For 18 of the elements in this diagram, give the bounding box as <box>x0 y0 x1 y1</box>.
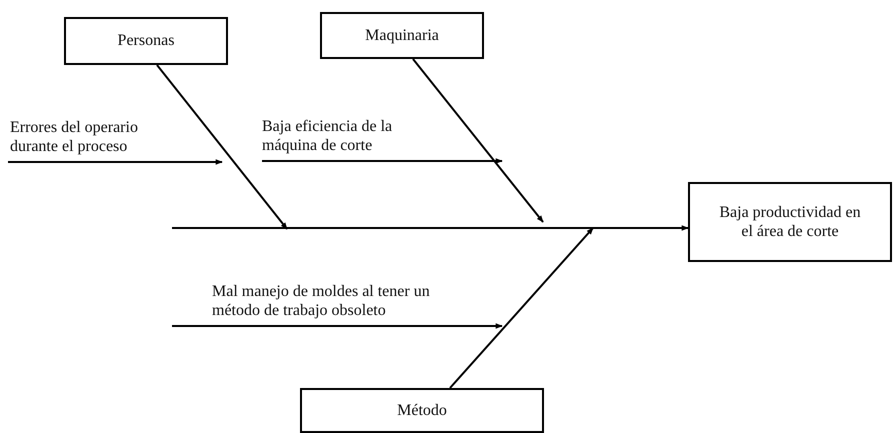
box-label: Método <box>397 400 447 420</box>
bone-arrow <box>156 64 288 230</box>
cause-arrow <box>172 323 503 329</box>
box-label: Personas <box>118 31 174 51</box>
bone-arrow <box>449 227 594 389</box>
cause-text: Mal manejo de moldes al tener un método de trabajo obsoleto <box>212 282 431 320</box>
box-label: Maquinaria <box>365 26 439 46</box>
bone-arrow <box>412 58 544 223</box>
effect-box <box>688 182 892 262</box>
box-label: Baja productividad en el área de corte <box>718 202 862 242</box>
cause-arrow <box>8 159 223 165</box>
cause-text: Errores del operario durante el proceso <box>10 118 139 156</box>
category-box <box>320 12 484 59</box>
cause-text: Baja eficiencia de la máquina de corte <box>262 116 394 155</box>
cause-arrow <box>262 158 503 164</box>
category-box <box>64 17 228 65</box>
spine-arrow <box>172 225 689 231</box>
category-box <box>300 388 544 433</box>
